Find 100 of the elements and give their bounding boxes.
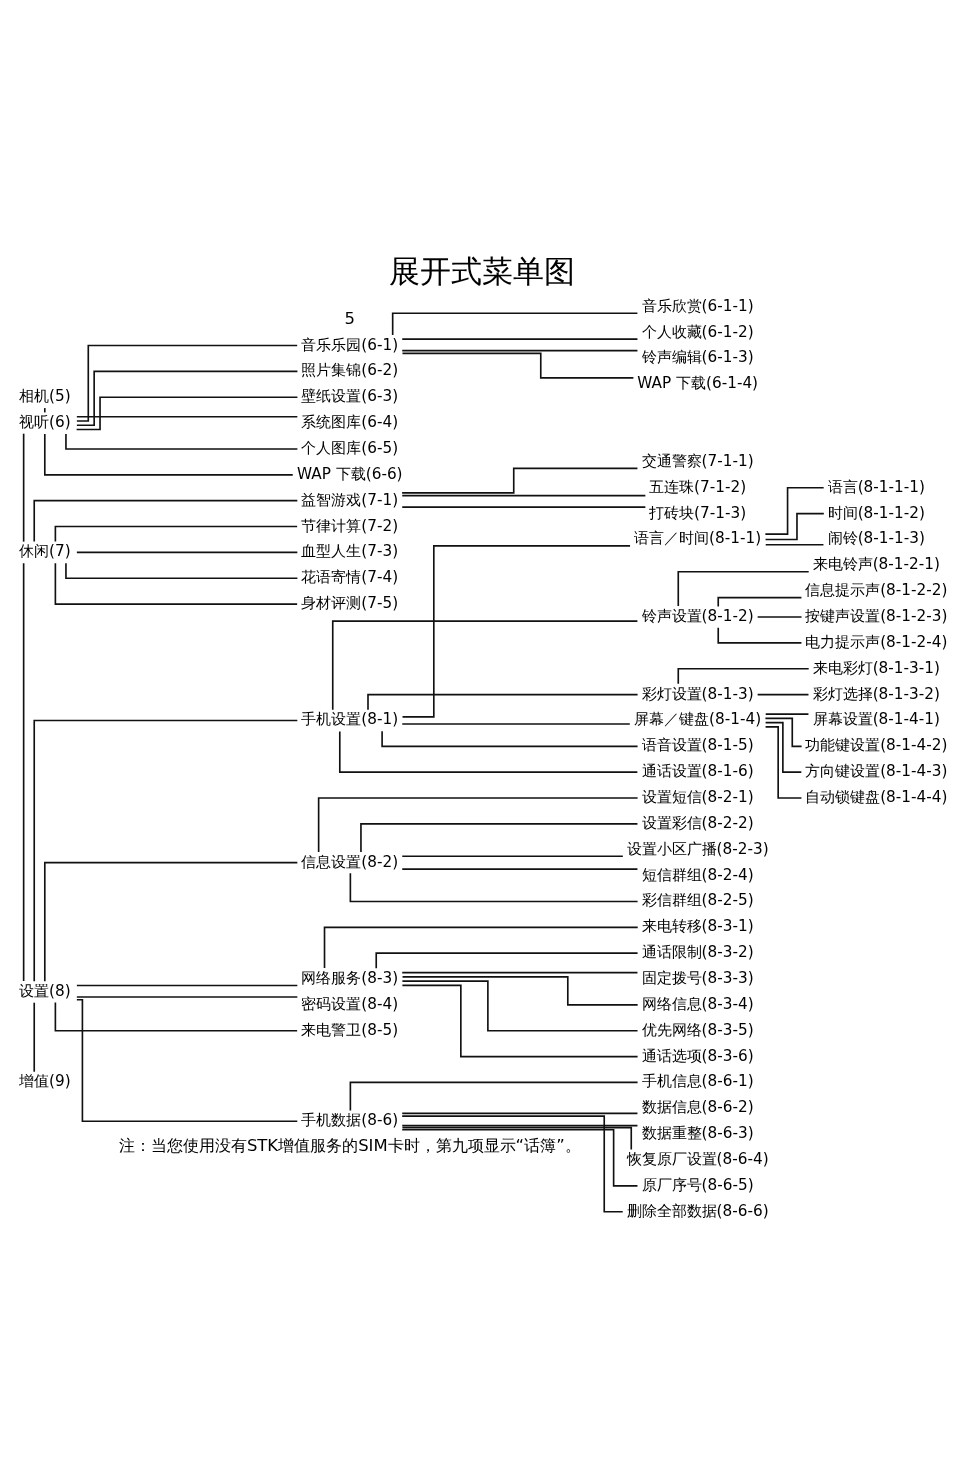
node-text: 音乐乐园(6-1): [301, 335, 399, 354]
node-text: 屏幕／键盘(8-1-4): [634, 709, 762, 728]
node-text: 休闲(7): [18, 541, 71, 560]
connector: [764, 712, 810, 715]
connector: [756, 693, 810, 695]
connector: [33, 1001, 36, 1073]
connector: [401, 975, 639, 1006]
connector: [764, 512, 825, 540]
node-text: 来电彩灯(8-1-3-1): [812, 658, 940, 677]
node-text: 恢复原厂设置(8-6-4): [626, 1149, 769, 1168]
node-text: WAP 下载(6-6): [296, 464, 403, 483]
node-text: 壁纸设置(6-3): [301, 386, 399, 405]
connector: [43, 432, 294, 476]
connector: [401, 352, 635, 379]
node-text: 系统图库(6-4): [301, 412, 399, 431]
label: 5: [344, 308, 356, 328]
connector: [349, 1081, 639, 1111]
node-text: 固定拨号(8-3-3): [641, 968, 754, 987]
node-text: 通话设置(8-1-6): [641, 761, 754, 780]
node-text: 功能键设置(8-1-4-2): [805, 735, 948, 754]
connector: [717, 626, 803, 644]
node-text: 网络信息(8-3-4): [641, 994, 754, 1013]
node-text: 手机数据(8-6): [301, 1110, 399, 1129]
node-text: 密码设置(8-4): [301, 994, 399, 1013]
node-text: WAP 下载(6-1-4): [637, 373, 759, 392]
connector: [22, 432, 25, 542]
node-text: 增值(9): [18, 1071, 71, 1090]
connector: [349, 871, 639, 902]
node-text: 设置(8): [18, 981, 71, 1000]
node-text: 短信群组(8-2-4): [641, 865, 754, 884]
connector: [381, 729, 639, 747]
connector: [717, 596, 803, 607]
node-text: 屏幕设置(8-1-4-1): [812, 709, 940, 728]
node-text: 彩灯设置(8-1-3): [641, 684, 754, 703]
node-text: 方向键设置(8-1-4-3): [805, 761, 948, 780]
connector: [756, 615, 803, 618]
connector: [331, 619, 639, 711]
connector: [54, 1001, 298, 1032]
node-text: 个人图库(6-5): [301, 438, 399, 457]
connector: [764, 486, 825, 535]
connector: [401, 971, 639, 973]
connector: [764, 717, 803, 747]
node-text: 通话限制(8-3-2): [641, 942, 754, 961]
node-text: 手机设置(8-1): [301, 709, 399, 728]
connector: [317, 796, 639, 853]
node-text: 五连珠(7-1-2): [649, 477, 747, 496]
connector: [401, 1124, 639, 1126]
node-text: 网络服务(8-3): [301, 968, 399, 987]
connector: [401, 349, 639, 351]
label: 注：当您使用没有STK增值服务的SIM卡时，第九项显示“话簿”。: [118, 1135, 581, 1155]
connector: [401, 505, 647, 508]
node-text: 来电警卫(8-5): [301, 1020, 399, 1039]
connector: [401, 1114, 624, 1213]
connector: [360, 822, 639, 853]
connector: [401, 979, 639, 1032]
connector: [43, 861, 299, 982]
connector: [76, 551, 299, 553]
node-text: 信息设置(8-2): [301, 852, 399, 871]
node-text: 按键声设置(8-1-2-3): [805, 606, 948, 625]
node-text: 设置彩信(8-2-2): [641, 813, 754, 832]
node-text: 语言／时间(8-1-1): [634, 528, 762, 547]
node-text: 交通警察(7-1-1): [641, 451, 754, 470]
connector: [401, 1112, 639, 1114]
connector: [401, 722, 631, 725]
connector: [33, 719, 299, 982]
connector: [54, 525, 298, 542]
node-text: 照片集锦(6-2): [301, 360, 399, 379]
node-text: 通话选项(8-3-6): [641, 1046, 754, 1065]
node-text: 设置小区广播(8-2-3): [626, 839, 769, 858]
node-text: 手机信息(8-6-1): [641, 1071, 754, 1090]
connector: [401, 867, 639, 870]
node-text: 益智游戏(7-1): [301, 490, 399, 509]
node-text: 信息提示声(8-1-2-2): [805, 580, 948, 599]
connector: [33, 499, 299, 542]
node-text: 花语寄情(7-4): [301, 567, 399, 586]
node-text: 自动锁键盘(8-1-4-4): [805, 787, 948, 806]
diagram-title: 展开式菜单图: [389, 253, 575, 289]
node-text: 节律计算(7-2): [301, 516, 399, 535]
connector: [338, 730, 639, 773]
connector: [76, 998, 299, 1122]
connector: [401, 984, 639, 1057]
node-text: 铃声设置(8-1-2): [641, 606, 754, 625]
connector: [22, 561, 25, 982]
connector: [401, 494, 647, 496]
connector: [76, 415, 299, 418]
connector: [375, 951, 639, 969]
connector: [764, 721, 803, 773]
node-text: 数据信息(8-6-2): [641, 1097, 754, 1116]
node-text: 铃声编辑(6-1-3): [641, 347, 754, 366]
node-text: 数据重整(8-6-3): [641, 1123, 754, 1142]
connector: [76, 370, 299, 426]
connector: [401, 337, 639, 340]
node-text: 音乐欣赏(6-1-1): [641, 296, 754, 315]
node-text: 原厂序号(8-6-5): [641, 1175, 754, 1194]
node-text: 血型人生(7-3): [301, 541, 399, 560]
connector: [401, 467, 639, 494]
node-text: 来电转移(8-3-1): [641, 916, 754, 935]
node-text: 视听(6): [18, 412, 71, 431]
node-text: 打砖块(7-1-3): [649, 503, 747, 522]
connector: [391, 311, 639, 336]
